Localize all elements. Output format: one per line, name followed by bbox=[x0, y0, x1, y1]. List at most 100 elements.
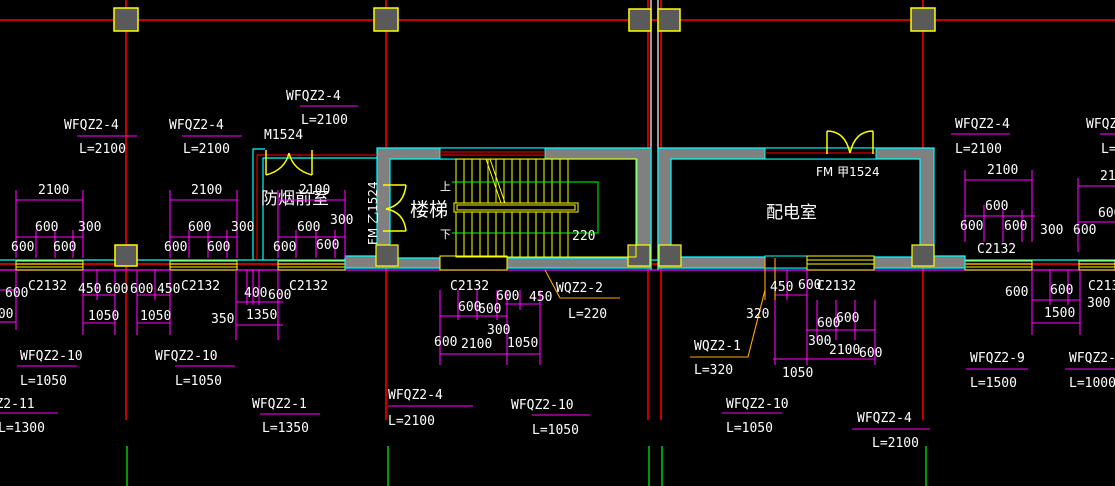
stair-treads bbox=[453, 158, 637, 258]
window-label: C2132 bbox=[181, 279, 220, 294]
column bbox=[114, 244, 138, 267]
dim-text: 600 bbox=[960, 219, 983, 234]
dim-text: 400 bbox=[244, 286, 267, 301]
callout-length: L=2100 bbox=[79, 142, 126, 157]
dim-text: 300 bbox=[231, 220, 254, 235]
dim-text: 600 bbox=[434, 335, 457, 350]
dim-text: 600 bbox=[130, 282, 153, 297]
window-label: C2132 bbox=[817, 279, 856, 294]
callout-id: WFQZ2-4 bbox=[286, 89, 341, 104]
window-label: C2132 bbox=[977, 242, 1016, 257]
dim-text: 300 bbox=[78, 220, 101, 235]
dim-text: 600 bbox=[985, 199, 1008, 214]
callout-length: L=1500 bbox=[970, 376, 1017, 391]
stair-door-label: FM 乙1524 bbox=[366, 181, 380, 245]
dim-text: 600 bbox=[859, 346, 882, 361]
dim-text: 600 bbox=[188, 220, 211, 235]
dim-text: 600 bbox=[1005, 285, 1028, 300]
dim-text: 600 bbox=[105, 282, 128, 297]
dim-text: 2100 bbox=[299, 183, 330, 198]
dim-text: 600 bbox=[164, 240, 187, 255]
dim-text: 600 bbox=[496, 289, 519, 304]
callout-id: WFQZ2-10 bbox=[155, 349, 218, 364]
dim-text: 450 bbox=[770, 280, 793, 295]
dim-text: 1500 bbox=[1044, 306, 1075, 321]
column bbox=[910, 7, 936, 32]
column bbox=[113, 7, 139, 32]
dim-text: 2100 bbox=[987, 163, 1018, 178]
dim-text: 320 bbox=[746, 307, 769, 322]
dimension-labels: 2100 600 300 600 600 2100 600 300 600 60… bbox=[0, 163, 1115, 381]
green-grid-stubs bbox=[126, 446, 927, 486]
column bbox=[628, 8, 652, 32]
dim-text: 450 bbox=[157, 282, 180, 297]
window-label: C2132 bbox=[289, 279, 328, 294]
room-name-stair: 楼梯 bbox=[410, 199, 448, 221]
stair-door bbox=[383, 184, 407, 232]
callout-length: L=2100 bbox=[1101, 142, 1115, 157]
callout-id: WQZ2-1 bbox=[694, 339, 741, 354]
window-label: C2132 bbox=[450, 279, 489, 294]
antechamber-door bbox=[265, 150, 313, 176]
dim-text: 600 bbox=[1073, 223, 1096, 238]
dim-text: 1050 bbox=[88, 309, 119, 324]
callout-length: L=2100 bbox=[872, 436, 919, 451]
columns-top bbox=[113, 7, 936, 32]
dim-text: 300 bbox=[330, 213, 353, 228]
stair-up-label: 上 bbox=[440, 180, 451, 193]
callout-id: WFQZ2-4 bbox=[857, 411, 912, 426]
electrical-room-door bbox=[826, 130, 874, 154]
callout-length: L=1300 bbox=[0, 421, 45, 436]
callout-id: WFQZ2-8 bbox=[1069, 351, 1115, 366]
dim-text: 600 bbox=[35, 220, 58, 235]
dim-text: 600 bbox=[478, 302, 501, 317]
stair-walk-line bbox=[452, 181, 599, 234]
stair-down-label: 下 bbox=[440, 228, 451, 241]
callout-length: L=320 bbox=[694, 363, 733, 378]
dimension-lines bbox=[0, 105, 1115, 430]
dim-text: 600 bbox=[268, 288, 291, 303]
dim-text: 1050 bbox=[507, 336, 538, 351]
callout-length: L=2100 bbox=[388, 414, 435, 429]
callout-id: WFQZ2-1 bbox=[252, 397, 307, 412]
dim-text: 600 bbox=[836, 311, 859, 326]
column bbox=[373, 7, 399, 32]
window-labels: C2132 C2132 C2132 C2132 C2132 C2132 C213… bbox=[28, 242, 1115, 294]
callout-length: L=1000 bbox=[1069, 376, 1115, 391]
callout-length: L=1050 bbox=[532, 423, 579, 438]
callout-length: L=1050 bbox=[20, 374, 67, 389]
callout-id: WFQZ2-9 bbox=[970, 351, 1025, 366]
dim-text: 600 bbox=[273, 240, 296, 255]
dim-text: 1050 bbox=[782, 366, 813, 381]
callout-length: L=2100 bbox=[301, 113, 348, 128]
dim-text: 600 bbox=[1098, 206, 1115, 221]
dim-text: 2100 bbox=[829, 343, 860, 358]
dim-text: 450 bbox=[78, 282, 101, 297]
callout-id: WFQZ2-4 bbox=[388, 388, 443, 403]
callout-length: L=2100 bbox=[183, 142, 230, 157]
dim-text: 600 bbox=[817, 316, 840, 331]
dim-text: 2100 bbox=[38, 183, 69, 198]
callout-length: L=1050 bbox=[726, 421, 773, 436]
dim-text: 600 bbox=[316, 238, 339, 253]
dim-text: 600 bbox=[5, 286, 28, 301]
dim-text: 600 bbox=[798, 278, 821, 293]
dim-text: 350 bbox=[211, 312, 234, 327]
columns-main bbox=[114, 244, 138, 267]
callout-length: L=2100 bbox=[955, 142, 1002, 157]
door-label-fm1524: FM 甲1524 bbox=[816, 165, 880, 179]
window-label: C2132 bbox=[1088, 279, 1115, 294]
room-name-electrical: 配电室 bbox=[766, 203, 817, 223]
door-label-m1524: M1524 bbox=[264, 128, 303, 143]
callout-length: L=1350 bbox=[262, 421, 309, 436]
window-label: C2132 bbox=[28, 279, 67, 294]
expansion-joint bbox=[650, 0, 659, 270]
callout-id: WFQZ2-10 bbox=[20, 349, 83, 364]
dim-text: 600 bbox=[1050, 283, 1073, 298]
callout-id: WFQZ2-11 bbox=[0, 397, 35, 412]
callout-length: L=1050 bbox=[175, 374, 222, 389]
dim-text: 300 bbox=[0, 307, 13, 322]
callout-labels: WFQZ2-4 L=2100 WFQZ2-4 L=2100 WFQZ2-4 L=… bbox=[0, 89, 1115, 451]
